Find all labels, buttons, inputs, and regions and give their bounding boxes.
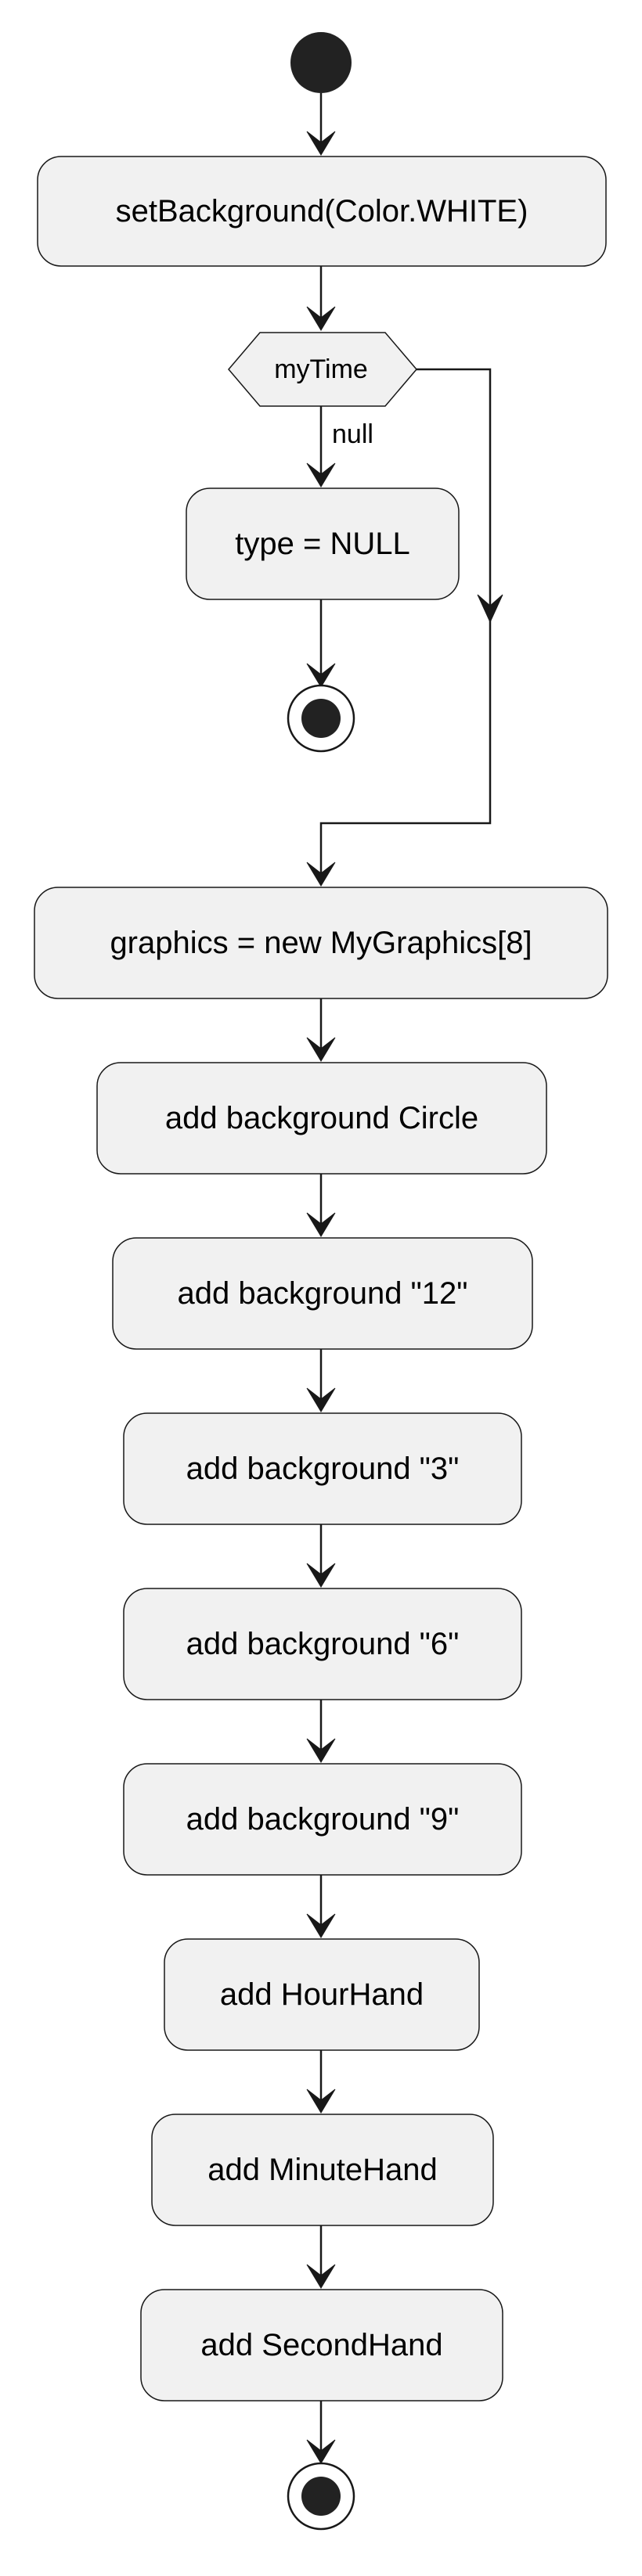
- arrowhead: [306, 2089, 336, 2114]
- end-node-early: [287, 684, 355, 753]
- action-label: add background "9": [186, 1802, 460, 1837]
- arrowhead: [306, 131, 336, 156]
- action-label: add background Circle: [165, 1101, 478, 1135]
- action-label: add MinuteHand: [207, 2153, 438, 2187]
- action-graphics-init: graphics = new MyGraphics[8]: [34, 887, 608, 999]
- action-label: graphics = new MyGraphics[8]: [110, 926, 532, 960]
- action-label: setBackground(Color.WHITE): [116, 194, 528, 228]
- action-type-null: type = NULL: [186, 487, 460, 600]
- action-label: add HourHand: [220, 1977, 424, 2012]
- action-label: add background "3": [186, 1452, 460, 1486]
- arrowhead: [306, 462, 336, 487]
- action-label: add background "12": [178, 1276, 468, 1311]
- arrowhead: [306, 1387, 336, 1412]
- action-label: type = NULL: [235, 527, 409, 561]
- arrowhead: [306, 1212, 336, 1237]
- end-node: [287, 2462, 355, 2531]
- arrowhead: [306, 2264, 336, 2289]
- edge-decision-else: [319, 368, 492, 884]
- arrowhead: [306, 2439, 336, 2464]
- action-add-background-9: add background "9": [123, 1763, 522, 1876]
- decision-label: myTime: [274, 354, 368, 384]
- arrowhead: [306, 663, 336, 688]
- arrowhead: [306, 1037, 336, 1062]
- arrowhead: [306, 1738, 336, 1763]
- arrowhead: [306, 1913, 336, 1938]
- arrowhead: [306, 862, 336, 887]
- decision-mytime: myTime: [228, 332, 417, 407]
- arrowhead: [306, 306, 336, 331]
- action-label: add SecondHand: [200, 2328, 442, 2362]
- action-add-background-3: add background "3": [123, 1412, 522, 1525]
- action-add-background-6: add background "6": [123, 1588, 522, 1700]
- action-add-background-12: add background "12": [112, 1237, 533, 1350]
- arrowhead: [477, 594, 503, 624]
- action-add-minutehand: add MinuteHand: [151, 2114, 494, 2226]
- action-add-secondhand: add SecondHand: [140, 2289, 503, 2402]
- action-label: add background "6": [186, 1627, 460, 1661]
- action-add-hourhand: add HourHand: [164, 1938, 480, 2051]
- start-node: [290, 32, 352, 93]
- action-add-background-circle: add background Circle: [96, 1062, 547, 1175]
- action-set-background: setBackground(Color.WHITE): [37, 156, 607, 267]
- arrowhead: [306, 1563, 336, 1588]
- edge-label-null: null: [332, 419, 373, 449]
